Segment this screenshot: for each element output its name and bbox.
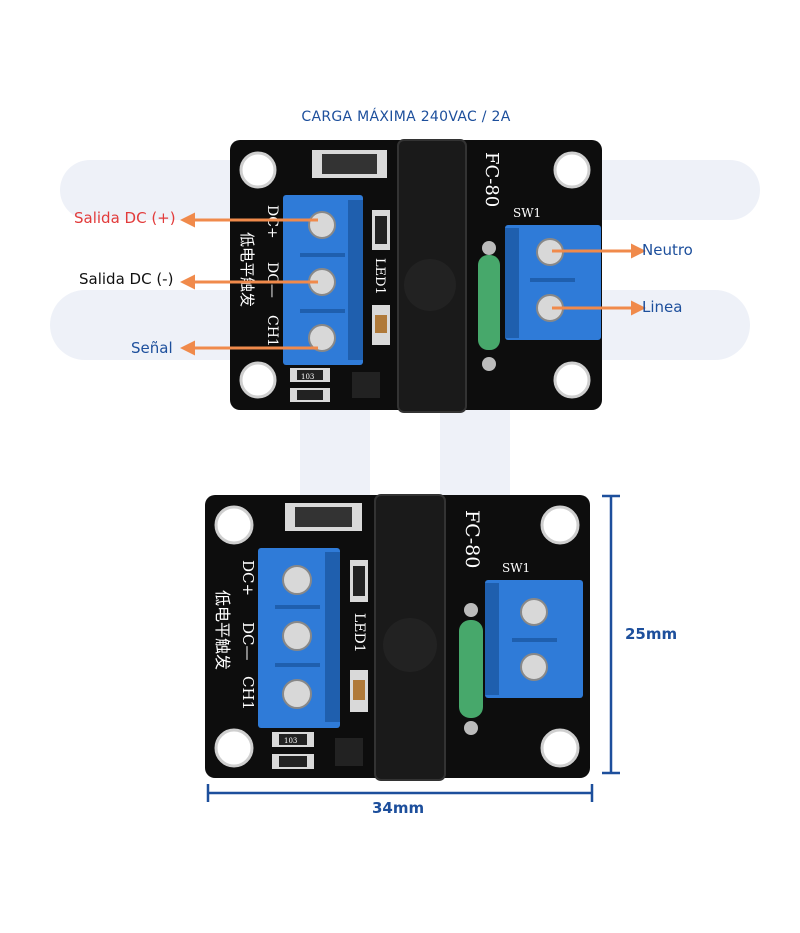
- pinout-arrows: [180, 212, 646, 356]
- label-salida-dc-pos: Salida DC (+): [74, 209, 176, 227]
- screw-icon: [520, 598, 548, 626]
- terminal-block-ac: [505, 225, 601, 340]
- mount-hole-icon: [239, 361, 277, 399]
- silk-sw: SW1: [502, 561, 530, 575]
- silk-model: FC-80: [461, 510, 483, 568]
- screw-icon: [308, 324, 336, 352]
- dimension-width-label: 34mm: [372, 799, 425, 817]
- dimension-lines: [206, 494, 620, 802]
- terminal-block-dc: [283, 195, 363, 365]
- terminal-block-dc: [258, 548, 340, 728]
- silk-led: LED1: [351, 613, 367, 653]
- screw-icon: [282, 565, 312, 595]
- label-salida-dc-neg: Salida DC (-): [79, 270, 174, 288]
- fuse-icon: [478, 255, 500, 350]
- max-load-title: CARGA MÁXIMA 240VAC / 2A: [301, 109, 511, 125]
- mount-hole-icon: [214, 728, 254, 768]
- mount-hole-icon: [239, 151, 277, 189]
- silk-resistor: 103: [301, 373, 314, 381]
- fuse-icon: [459, 620, 483, 718]
- silk-sw: SW1: [513, 206, 541, 220]
- mount-hole-icon: [540, 728, 580, 768]
- mount-hole-icon: [540, 505, 580, 545]
- silk-ch1: CH1: [239, 676, 257, 710]
- screw-icon: [282, 679, 312, 709]
- mount-hole-icon: [553, 151, 591, 189]
- terminal-block-ac: [485, 580, 583, 698]
- mount-hole-icon: [553, 361, 591, 399]
- silk-dc-minus: DC—: [264, 262, 280, 298]
- silk-dc-plus: DC+: [239, 560, 257, 596]
- label-linea: Linea: [642, 298, 683, 316]
- screw-icon: [520, 653, 548, 681]
- silk-resistor: 103: [284, 737, 297, 745]
- silk-led: LED1: [372, 258, 387, 295]
- label-senal: Señal: [131, 339, 173, 357]
- silk-model: FC-80: [481, 152, 502, 207]
- dimension-height-label: 25mm: [625, 625, 678, 643]
- screw-icon: [308, 211, 336, 239]
- label-neutro: Neutro: [642, 241, 693, 259]
- screw-icon: [282, 621, 312, 651]
- relay-board-bottom: DC+ DC— CH1 低电平触发 LED1 FC-80 SW1 103: [205, 494, 590, 781]
- silk-dc-plus: DC+: [264, 205, 280, 239]
- silk-dc-minus: DC—: [239, 622, 257, 661]
- mount-hole-icon: [214, 505, 254, 545]
- silk-ch1: CH1: [264, 315, 280, 347]
- silk-chinese: 低电平触发: [238, 232, 256, 307]
- relay-board-top: DC+ DC— CH1 低电平触发 LED1 FC-80 SW1 103: [230, 139, 602, 413]
- silk-chinese: 低电平触发: [213, 590, 232, 670]
